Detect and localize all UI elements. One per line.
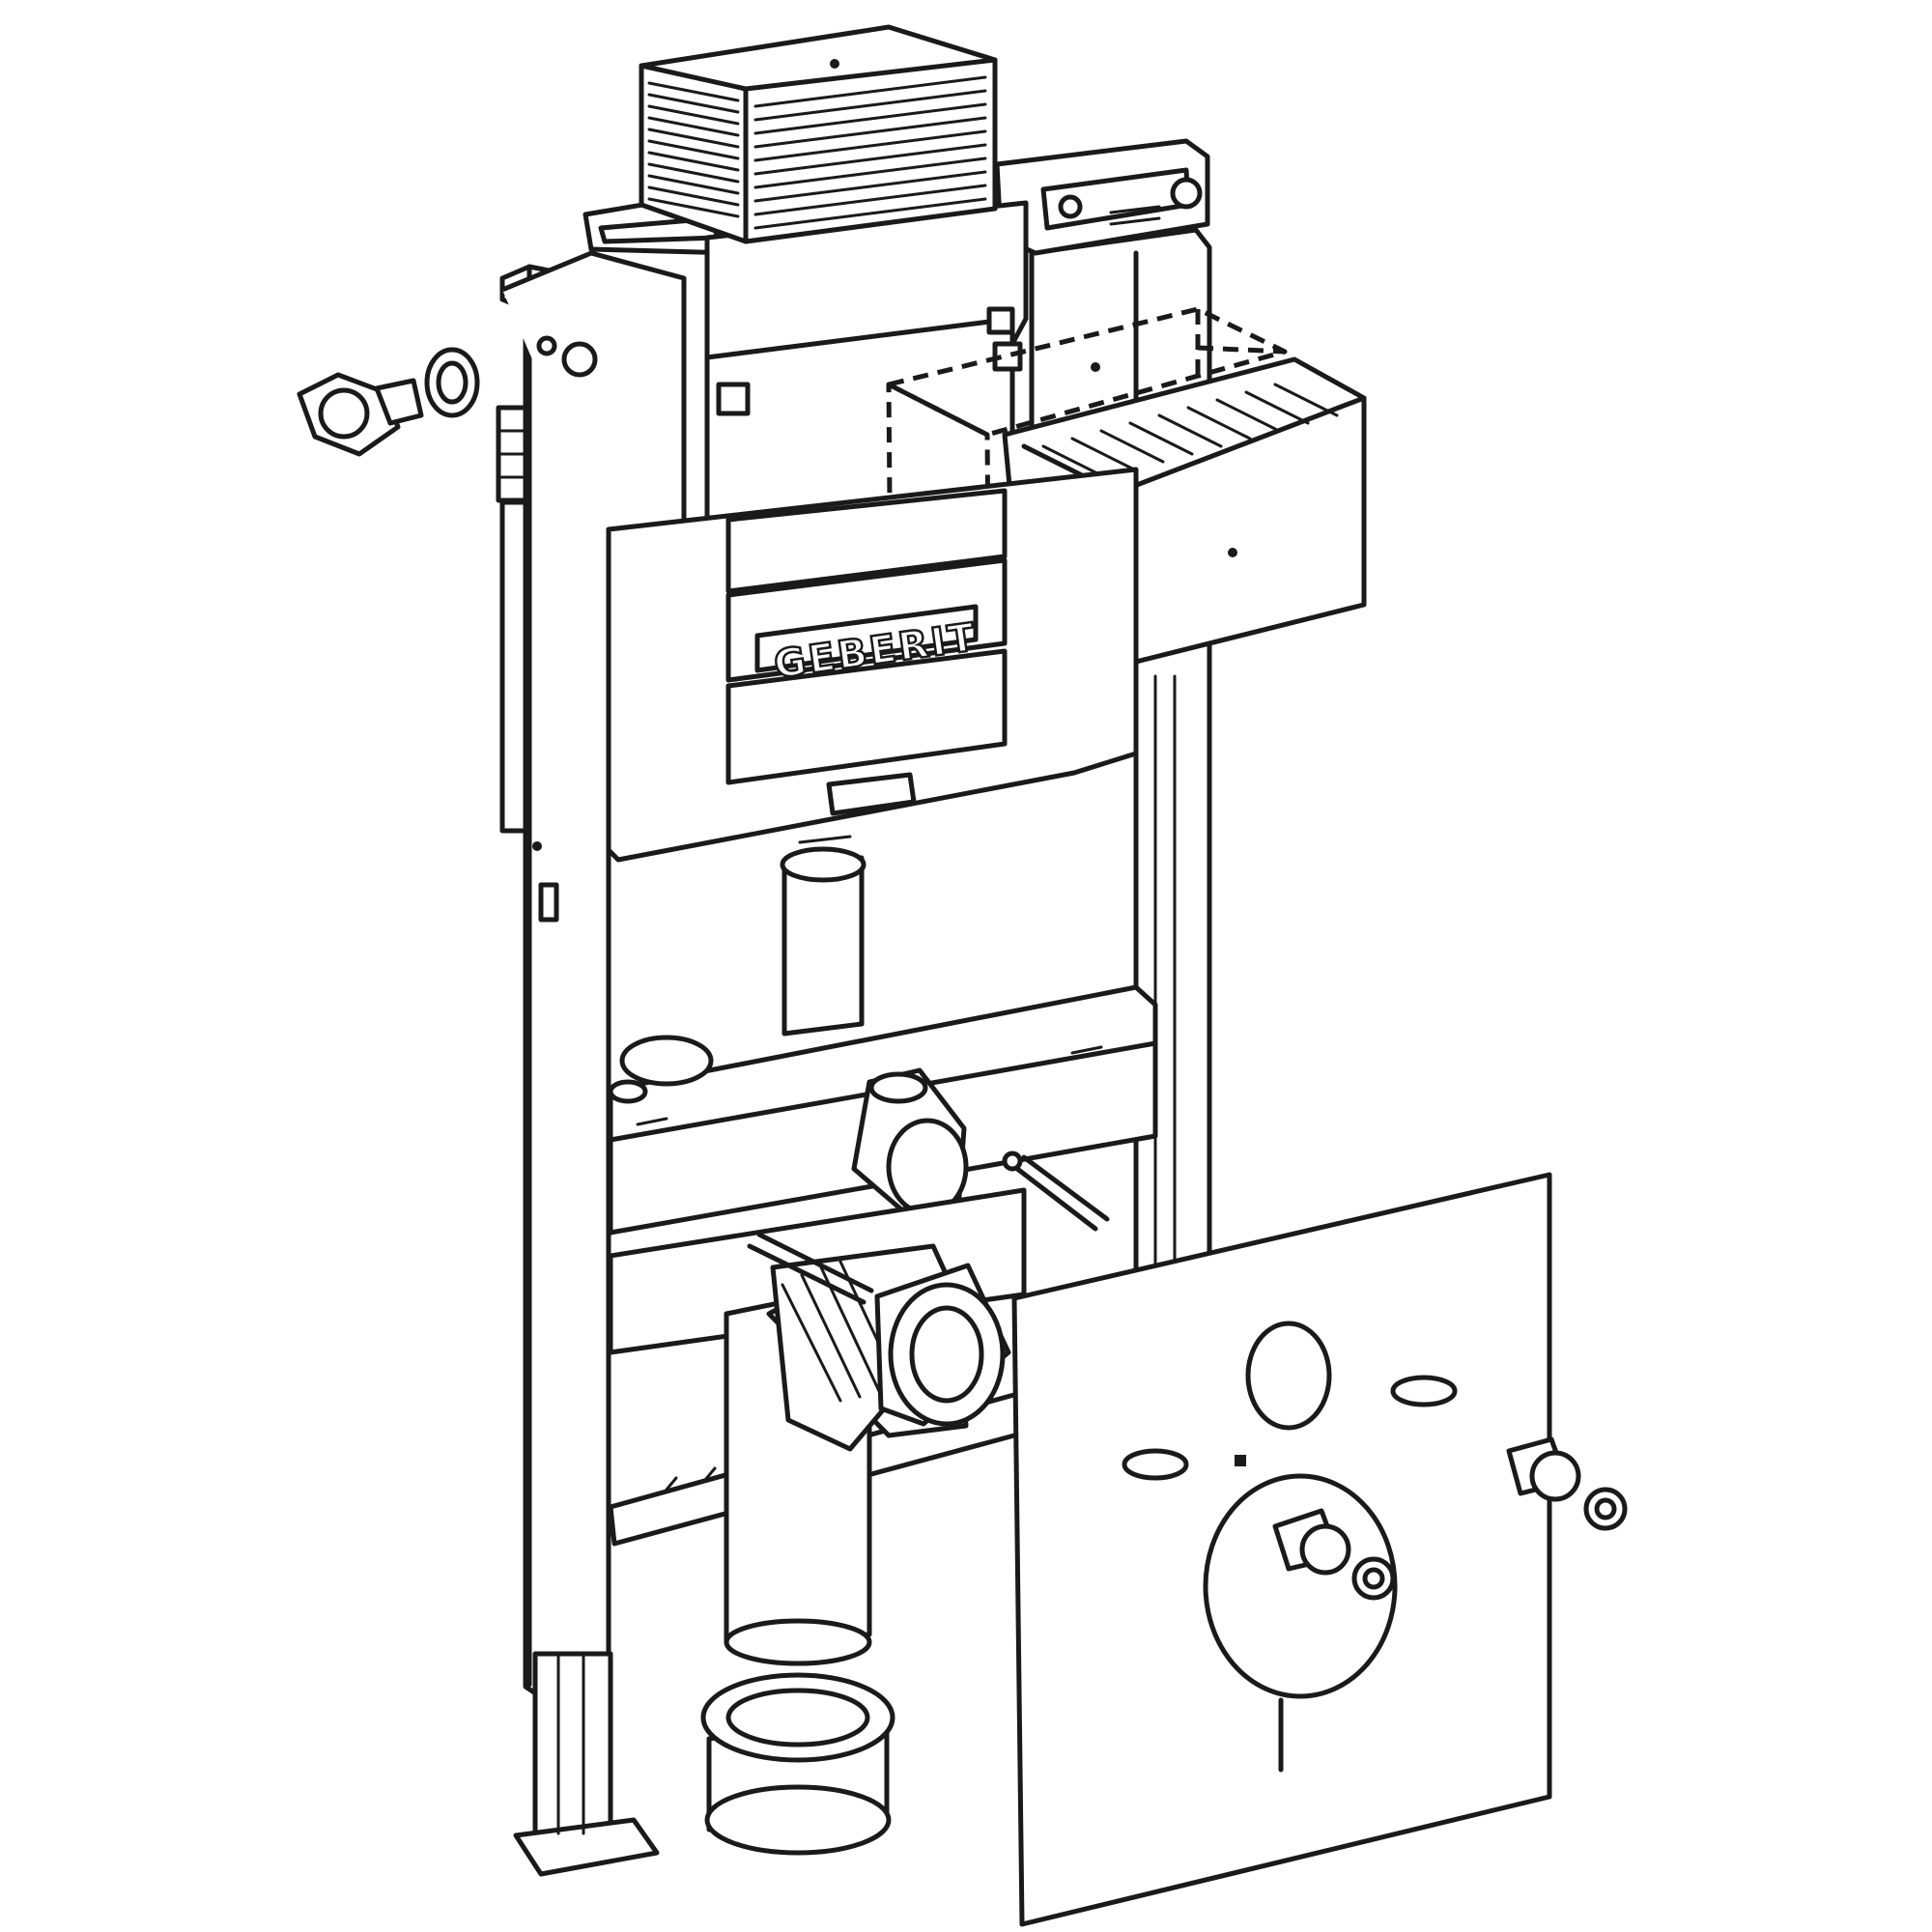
fixing-slot-left [1122,1448,1189,1481]
wall-anchor-bolt-left [297,347,480,457]
left-foot [513,1651,660,1877]
plate-bolt-center [1272,1508,1396,1601]
top-bracket-right [994,138,1210,256]
actuator-plate-frame: GEBERIT [606,467,1139,863]
mounting-rod [1002,1151,1110,1232]
top-junction-box [639,24,998,244]
plate-bolt-right [1506,1436,1628,1531]
brand-badge [754,604,979,673]
left-frame-post [496,250,687,1705]
wc-connector-bend [874,1263,1011,1427]
cistern-upper-body [704,200,1029,540]
drain-socket-cap [700,1672,895,1856]
flush-pipe [780,772,917,1037]
fixing-slot-right [1390,1375,1458,1407]
drain-opening [1203,1473,1398,1699]
flush-opening [1245,1321,1332,1431]
